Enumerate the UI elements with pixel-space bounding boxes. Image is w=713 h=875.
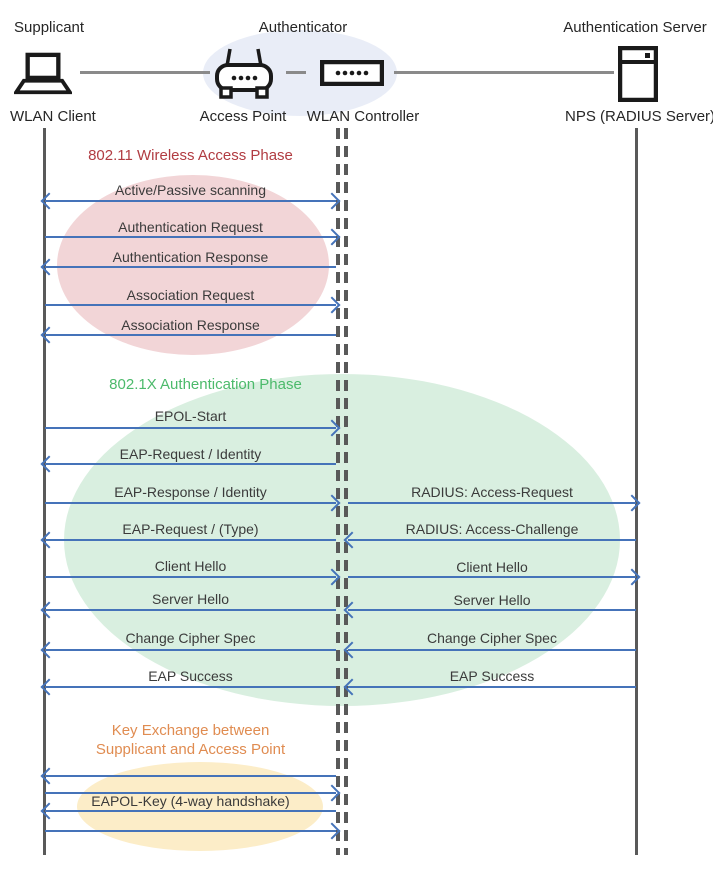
arrow-change-cipher-spec [40, 641, 336, 659]
lifeline-wlan-controller-right [344, 128, 348, 855]
arrow-scanning-bidirectional [40, 192, 341, 210]
message-label-client-hello-radius: Client Hello [456, 559, 528, 575]
arrow-change-cipher-spec-radius [343, 641, 636, 659]
message-label-association-request: Association Request [126, 287, 255, 303]
arrow-eap-request-identity [40, 455, 336, 473]
laptop-icon [14, 52, 72, 95]
lifeline-wlan-client [43, 128, 46, 855]
message-label-eap-request-identity: EAP-Request / Identity [119, 446, 262, 462]
arrow-eapol-key-3 [40, 802, 336, 820]
message-label-authentication-response: Authentication Response [112, 249, 269, 265]
wlan-controller-icon [320, 60, 384, 86]
device-wlan-controller: WLAN Controller [306, 108, 420, 125]
phase-title-key-exchange-line2: Supplicant and Access Point [95, 741, 286, 758]
role-supplicant: Supplicant [14, 19, 85, 36]
arrow-server-hello-radius [343, 601, 636, 619]
lifeline-wlan-controller-left [336, 128, 340, 855]
arrow-association-request [45, 296, 341, 314]
server-icon [618, 46, 658, 102]
arrow-eap-response-identity [45, 494, 341, 512]
role-authenticator: Authenticator [258, 19, 348, 36]
arrow-radius-access-challenge [343, 531, 636, 549]
message-label-server-hello-radius: Server Hello [453, 592, 531, 608]
message-label-eap-response-identity: EAP-Response / Identity [114, 484, 267, 500]
phase-title-80211: 802.11 Wireless Access Phase [88, 147, 293, 164]
message-label-radius-access-request: RADIUS: Access-Request [411, 484, 573, 500]
message-label-server-hello: Server Hello [151, 591, 230, 607]
message-label-eapol-key: EAPOL-Key (4-way handshake) [91, 793, 290, 809]
device-access-point: Access Point [199, 108, 287, 125]
arrow-server-hello [40, 601, 336, 619]
message-label-authentication-request: Authentication Request [118, 219, 263, 235]
device-wlan-client: WLAN Client [10, 108, 96, 125]
phase-title-key-exchange: Key Exchange between Supplicant and Acce… [45, 721, 336, 759]
arrow-epol-start [45, 419, 341, 437]
arrow-eap-request-type [40, 531, 336, 549]
message-label-epol-start: EPOL-Start [154, 408, 227, 424]
connector-controller-server [394, 71, 614, 74]
message-label-change-cipher-spec-radius: Change Cipher Spec [427, 630, 557, 646]
arrow-eapol-key-1 [40, 767, 336, 785]
phase-title-key-exchange-line1: Key Exchange between [111, 722, 270, 739]
connector-ap-controller [286, 71, 306, 74]
arrow-radius-access-request [348, 494, 641, 512]
arrow-client-hello-radius [348, 568, 641, 586]
arrow-eapol-key-4 [45, 822, 341, 840]
phase-title-8021x: 802.1X Authentication Phase [109, 376, 302, 393]
message-label-change-cipher-spec: Change Cipher Spec [125, 630, 256, 646]
lifeline-nps-server [635, 128, 638, 855]
arrow-eap-success [40, 678, 336, 696]
arrow-eapol-key-2 [45, 784, 341, 802]
arrow-eap-success-radius [343, 678, 636, 696]
message-label-scanning: Active/Passive scanning [115, 182, 266, 198]
arrow-association-response [40, 326, 336, 344]
role-authentication-server: Authentication Server [563, 19, 707, 36]
device-nps-radius-server: NPS (RADIUS Server) [565, 108, 713, 125]
message-label-radius-access-challenge: RADIUS: Access-Challenge [405, 521, 579, 537]
phase-80211-ellipse [57, 175, 329, 355]
message-label-eap-success-radius: EAP Success [449, 668, 535, 684]
arrow-authentication-response [40, 258, 336, 276]
access-point-icon [215, 48, 273, 99]
message-label-eap-request-type: EAP-Request / (Type) [122, 521, 259, 537]
connector-client-ap [80, 71, 210, 74]
message-label-eap-success: EAP Success [148, 668, 233, 684]
message-label-association-response: Association Response [121, 317, 260, 333]
arrow-authentication-request [45, 228, 341, 246]
arrow-client-hello [45, 568, 341, 586]
message-label-client-hello: Client Hello [154, 558, 227, 574]
